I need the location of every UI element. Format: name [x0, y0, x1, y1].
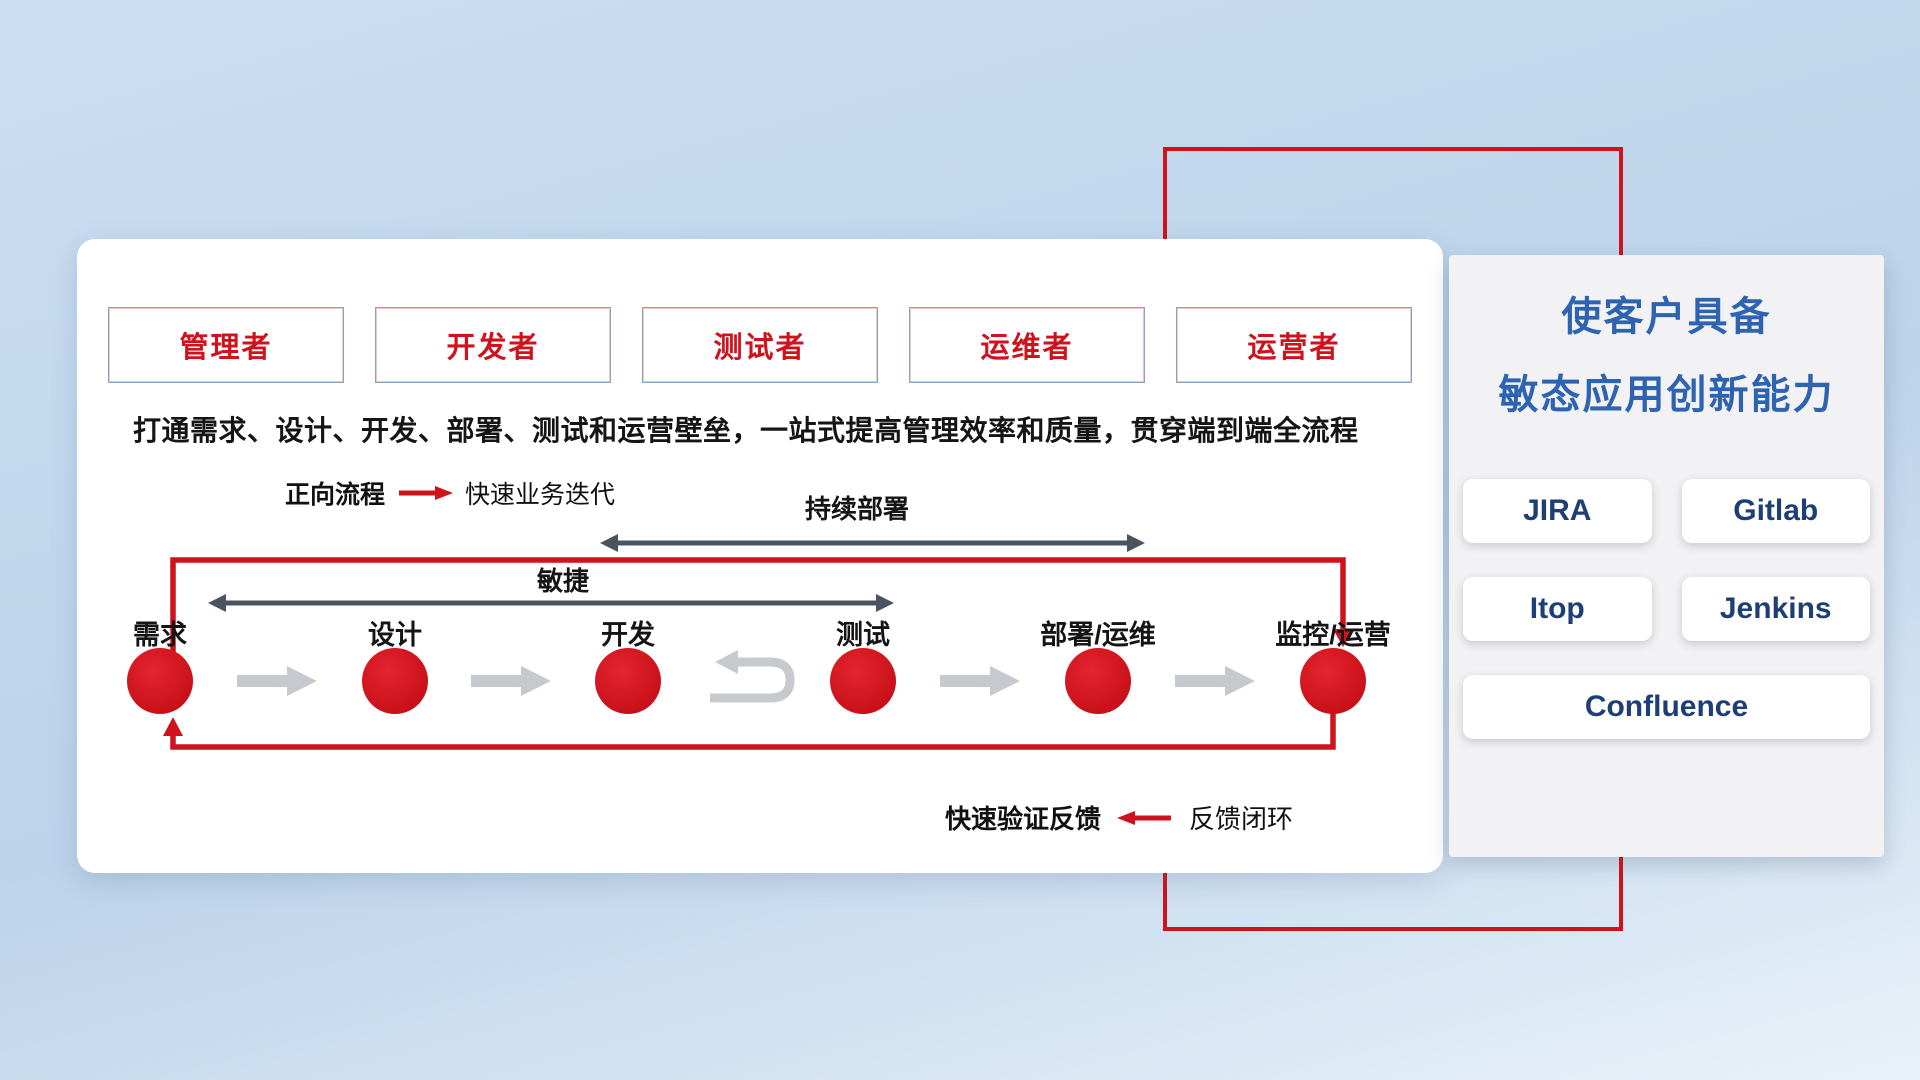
role-box-manager: 管理者	[108, 307, 344, 383]
node-circle-develop	[595, 648, 661, 714]
tool-confluence: Confluence	[1463, 675, 1870, 739]
tool-jenkins: Jenkins	[1681, 577, 1870, 641]
feedback-legend-value: 反馈闭环	[1189, 804, 1294, 834]
roles-row: 管理者 开发者 测试者 运维者 运营者	[108, 307, 1412, 383]
node-label-requirement: 需求	[133, 620, 187, 650]
role-label: 运营者	[1247, 332, 1341, 364]
role-label: 测试者	[713, 332, 807, 364]
step-arrow-icon	[940, 666, 1020, 696]
flow-diagram-graphics	[127, 534, 1366, 750]
role-box-tester: 测试者	[642, 307, 878, 383]
left-arrow-icon	[1117, 810, 1172, 825]
node-circle-design	[362, 648, 428, 714]
tools-grid: JIRA Gitlab Itop Jenkins Confluence	[1463, 479, 1870, 739]
feedback-loop-line	[163, 707, 1336, 750]
node-circle-monitor	[1300, 648, 1366, 714]
role-label: 管理者	[179, 332, 273, 364]
step-arrow-icon	[471, 666, 551, 696]
forward-legend: 正向流程 快速业务迭代	[285, 475, 615, 511]
step-arrow-icon	[237, 666, 317, 696]
continuous-deploy-label: 持续部署	[804, 494, 909, 524]
tool-jira: JIRA	[1463, 479, 1652, 543]
forward-legend-value: 快速业务迭代	[465, 481, 616, 509]
step-arrow-icon	[1175, 666, 1255, 696]
feedback-legend: 快速验证反馈 反馈闭环	[945, 799, 1293, 836]
role-label: 运维者	[980, 332, 1074, 364]
capability-panel: 使客户具备 敏态应用创新能力 JIRA Gitlab Itop Jenkins …	[1449, 255, 1884, 857]
subtitle: 打通需求、设计、开发、部署、测试和运营壁垒，一站式提高管理效率和质量，贯穿端到端…	[133, 415, 1359, 446]
node-label-monitor: 监控/运营	[1275, 620, 1391, 650]
tool-itop: Itop	[1463, 577, 1652, 641]
role-box-ops: 运维者	[909, 307, 1145, 383]
feedback-legend-label: 快速验证反馈	[945, 804, 1102, 834]
iteration-loop-icon	[710, 650, 795, 703]
tool-gitlab: Gitlab	[1681, 479, 1870, 543]
agile-arrow	[208, 594, 894, 612]
panel-title-line1: 使客户具备	[1561, 295, 1772, 339]
node-label-design: 设计	[368, 620, 422, 650]
node-label-test: 测试	[836, 620, 890, 650]
panel-title: 使客户具备 敏态应用创新能力	[1449, 255, 1884, 415]
node-circle-requirement	[127, 648, 193, 714]
role-box-operator: 运营者	[1176, 307, 1412, 383]
panel-title-line2: 敏态应用创新能力	[1498, 373, 1835, 417]
node-label-develop: 开发	[601, 620, 655, 650]
role-box-developer: 开发者	[375, 307, 611, 383]
forward-loop-line	[170, 557, 1353, 657]
agile-label: 敏捷	[536, 566, 589, 596]
devops-flow-card: 管理者 开发者 测试者 运维者 运营者 打通需求、设计、开发、部署、测试和运营壁…	[77, 239, 1443, 873]
node-label-deploy-ops: 部署/运维	[1040, 620, 1156, 650]
right-arrow-icon	[399, 486, 454, 500]
role-label: 开发者	[446, 332, 540, 364]
node-circle-deploy-ops	[1065, 648, 1131, 714]
forward-legend-label: 正向流程	[285, 481, 386, 509]
continuous-deploy-arrow	[600, 534, 1145, 552]
node-circle-test	[830, 648, 896, 714]
